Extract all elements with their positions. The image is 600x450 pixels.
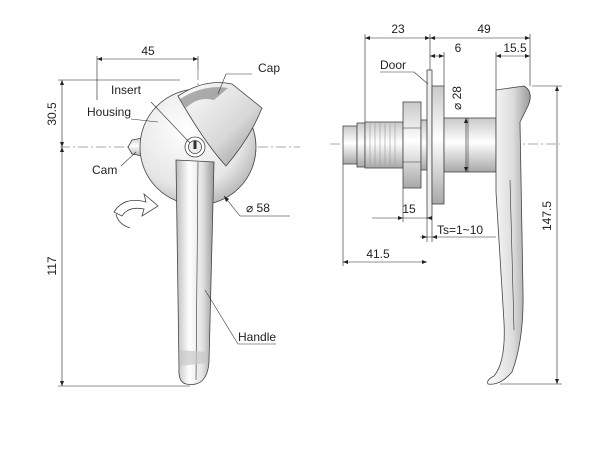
cap-label: Cap <box>258 61 280 75</box>
dim-49: 49 <box>477 22 491 36</box>
dimension-arrowhead <box>464 167 468 172</box>
dim-15: 15 <box>402 202 416 216</box>
dimension-arrowhead <box>464 118 468 123</box>
door-leader <box>413 71 429 85</box>
dimension-arrowhead <box>365 36 370 40</box>
cam-label: Cam <box>92 163 117 177</box>
dimension-arrowhead <box>430 36 435 40</box>
dimension-arrowhead <box>430 54 435 58</box>
front-view: 45 30.5 117 ⌀ 58 Cap Insert Housing Cam … <box>45 44 300 387</box>
dim-147-5: 147.5 <box>540 201 554 231</box>
side-handle <box>487 85 531 385</box>
dimension-arrowhead <box>422 235 427 239</box>
dimension-arrowhead <box>60 147 64 152</box>
insert-label: Insert <box>111 83 142 97</box>
dimension-arrowhead <box>193 57 198 61</box>
handle-leader <box>204 289 239 345</box>
dim-41-5: 41.5 <box>366 247 390 261</box>
dimension-arrowhead <box>60 142 64 147</box>
dimension-arrowhead <box>60 381 64 386</box>
cap-leader <box>217 73 227 95</box>
dimension-arrowhead <box>398 216 403 220</box>
dimension-arrowheads <box>60 36 559 386</box>
dim-117: 117 <box>45 256 59 275</box>
spacer <box>420 119 428 171</box>
threads <box>369 122 396 168</box>
flange <box>431 85 445 205</box>
cap-shadow <box>180 87 228 108</box>
dimension-arrowhead <box>555 86 559 91</box>
dimension-arrowhead <box>496 54 501 58</box>
dimension-arrowhead <box>60 80 64 85</box>
side-handle-ridge <box>509 179 515 331</box>
dim-panel-thickness: Ts=1~10 <box>437 223 483 237</box>
dim-45: 45 <box>141 44 155 58</box>
dim-dia-58: ⌀ 58 <box>246 201 270 215</box>
dim-dia-28: ⌀ 28 <box>450 86 464 110</box>
handle-grip <box>180 350 207 366</box>
dimension-arrowhead <box>224 196 229 202</box>
handle-label: Handle <box>238 330 276 344</box>
cylinder <box>443 117 497 173</box>
bolt-end <box>342 125 358 165</box>
side-view: 23 49 6 15.5 ⌀ 28 Door 15 Ts=1~10 41.5 <box>330 22 562 385</box>
handle-ridge <box>195 161 199 381</box>
dimension-arrowhead <box>425 36 430 40</box>
dimension-arrowhead <box>439 54 444 58</box>
cap <box>177 82 263 167</box>
dimension-arrowhead <box>525 54 530 58</box>
housing-label: Housing <box>87 105 131 119</box>
dimension-arrowhead <box>97 57 102 61</box>
dimension-arrowhead <box>343 260 348 264</box>
dimension-arrowhead <box>525 36 530 40</box>
rotation-arrow-icon <box>113 192 159 217</box>
dimension-arrowhead <box>432 235 437 239</box>
rotation-arrow-tail <box>115 213 131 229</box>
nut <box>402 101 422 189</box>
door-label: Door <box>380 58 406 72</box>
cam-leader <box>120 151 137 167</box>
insert-leader <box>150 101 191 144</box>
dimension-arrowhead <box>555 379 559 384</box>
dimension-arrowhead <box>427 216 432 220</box>
dim-23: 23 <box>391 22 405 36</box>
dim-15-5: 15.5 <box>503 41 527 55</box>
bolt-head <box>356 122 366 168</box>
housing-leader <box>130 118 159 123</box>
door-panel <box>426 69 433 219</box>
keyhole-slot <box>193 141 197 149</box>
dim-6: 6 <box>455 41 462 55</box>
dim-30-5: 30.5 <box>45 102 59 126</box>
dimension-arrowhead <box>422 260 427 264</box>
handle <box>175 159 215 385</box>
threaded-body <box>364 121 404 169</box>
